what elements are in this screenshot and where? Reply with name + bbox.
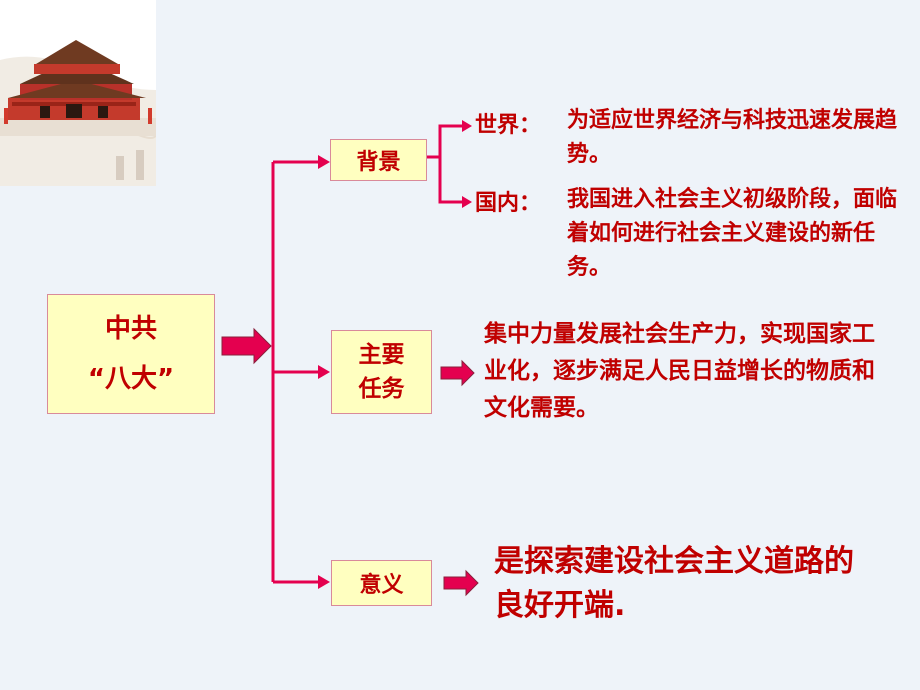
significance-description: 是探索建设社会主义道路的良好开端. [494, 544, 854, 623]
root-line-1: 中共 [104, 314, 157, 344]
significance-label: 意义 [359, 573, 404, 598]
background-label: 背景 [356, 150, 401, 175]
tasks-line-2: 任务 [358, 376, 405, 402]
tiananmen-gate-icon [0, 0, 156, 186]
root-arrow [221, 327, 272, 365]
root-node: 中共 “八大” [47, 294, 215, 414]
world-text: 为适应世界经济与科技迅速发展趋势。 [567, 108, 898, 167]
domestic-label: 国内： [475, 191, 542, 216]
tasks-description: 集中力量发展社会生产力，实现国家工业化，逐步满足人民日益增长的物质和文化需要。 [484, 321, 875, 421]
tasks-line-1: 主要 [358, 342, 405, 368]
significance-node: 意义 [331, 560, 432, 606]
tasks-arrow [440, 359, 475, 387]
background-node: 背景 [330, 139, 427, 181]
tree-connectors [271, 124, 462, 584]
tasks-node: 主要 任务 [331, 330, 432, 414]
world-label: 世界： [475, 113, 542, 138]
significance-arrow [443, 569, 479, 597]
domestic-text: 我国进入社会主义初级阶段，面临着如何进行社会主义建设的新任务。 [567, 187, 898, 280]
root-line-2: “八大” [87, 364, 175, 394]
connector-arrowheads [318, 120, 472, 589]
